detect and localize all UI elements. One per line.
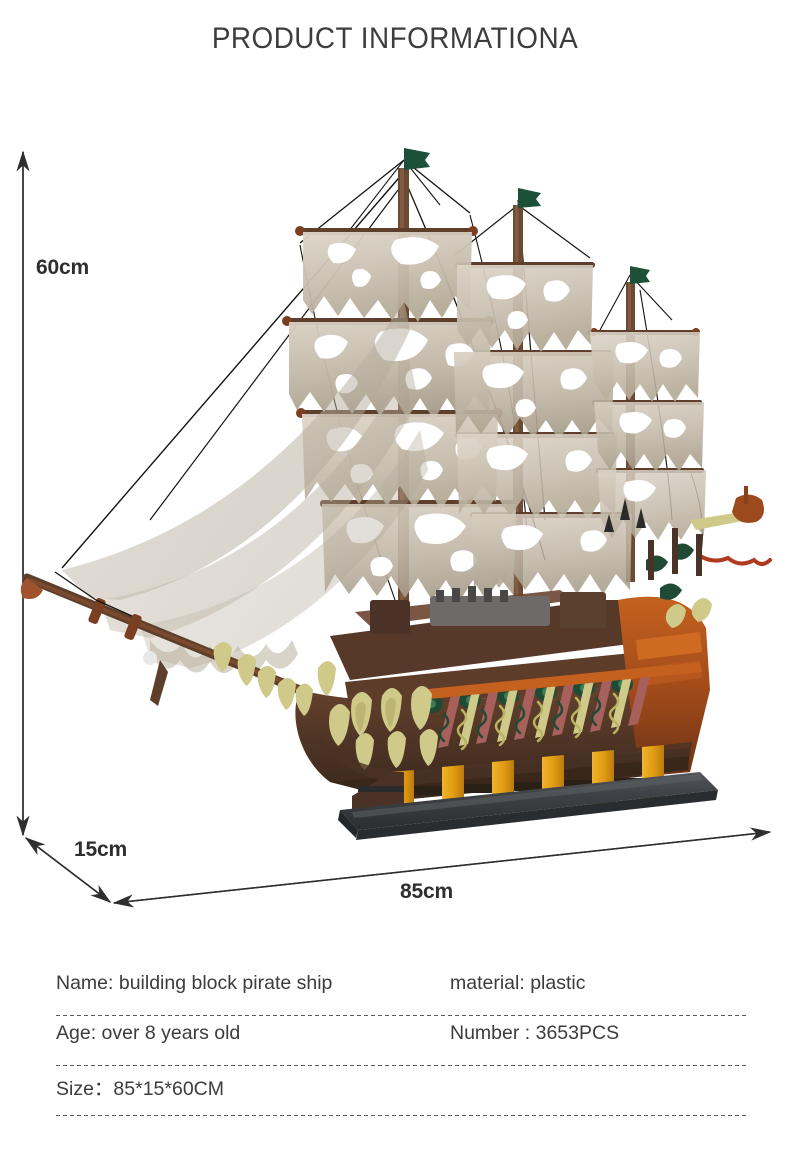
dimension-arrows (16, 150, 772, 908)
spec-age-value: Age: over 8 years old (56, 1022, 241, 1044)
height-dimension-label: 60cm (36, 256, 89, 279)
width-dimension-label: 85cm (400, 880, 453, 903)
spec-number-value: Number : 3653PCS (450, 1022, 620, 1044)
bow-coral (213, 642, 438, 770)
spec-row-age: Age: over 8 years old Number : 3653PCS (56, 1022, 746, 1072)
product-dimension-diagram (16, 148, 772, 908)
spec-size-value: Size：85*15*60CM (56, 1078, 225, 1100)
row-divider (56, 1115, 746, 1116)
mast-flags (404, 148, 650, 284)
row-divider (56, 1065, 746, 1066)
specification-table: Name: building block pirate ship materia… (56, 972, 746, 1122)
spec-row-size: Size：85*15*60CM (56, 1072, 746, 1122)
spec-name-value: Name: building block pirate ship (56, 972, 333, 994)
display-stand (338, 745, 718, 840)
tattered-sails (62, 232, 706, 673)
page-title: PRODUCT INFORMATIONA (211, 22, 579, 55)
spec-row-name: Name: building block pirate ship materia… (56, 972, 746, 1022)
cannon-row (418, 662, 702, 751)
spec-material-value: material: plastic (450, 972, 586, 994)
row-divider (56, 1015, 746, 1016)
depth-dimension-label: 15cm (74, 838, 127, 861)
